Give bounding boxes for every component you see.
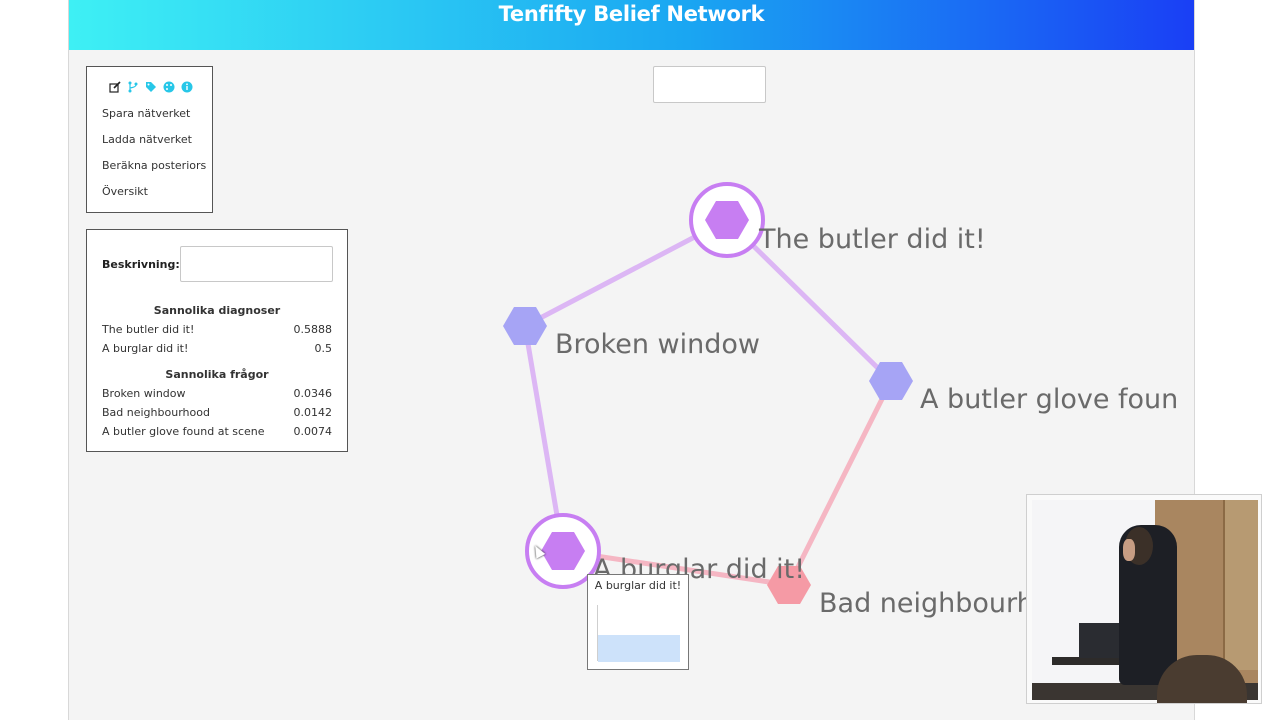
edge-butler-window — [523, 217, 729, 329]
menu-compute-posteriors[interactable]: Beräkna posteriors — [102, 159, 207, 172]
diagnosis-value: 0.5888 — [293, 323, 333, 336]
tooltip-probability-bar — [598, 635, 680, 662]
question-value: 0.0142 — [293, 406, 333, 419]
diagnoses-title: Sannolika diagnoser — [153, 304, 281, 317]
node-tooltip: A burglar did it! — [587, 574, 689, 670]
question-row: Broken window 0.0346 — [102, 387, 332, 400]
question-name: Broken window — [102, 387, 186, 400]
video-desk — [1052, 657, 1152, 665]
node-label-butler: The butler did it! — [759, 224, 986, 255]
search-input[interactable] — [653, 66, 766, 103]
info-panel: Beskrivning: Sannolika diagnoser The but… — [86, 229, 348, 452]
tooltip-axis — [597, 605, 598, 661]
question-value: 0.0074 — [293, 425, 333, 438]
node-broken-window[interactable] — [503, 307, 547, 345]
node-label-broken-window: Broken window — [555, 329, 760, 360]
node-label-butler-glove: A butler glove foun — [920, 384, 1179, 415]
video-audience — [1157, 655, 1247, 703]
branch-icon[interactable] — [127, 81, 139, 93]
diagnosis-row: The butler did it! 0.5888 — [102, 323, 332, 336]
description-label: Beskrivning: — [102, 258, 180, 271]
app-title: Tenfifty Belief Network — [498, 2, 765, 26]
tag-icon[interactable] — [145, 81, 157, 93]
question-row: A butler glove found at scene 0.0074 — [102, 425, 332, 438]
node-bad-neighbourhood[interactable] — [767, 566, 811, 604]
edit-icon[interactable] — [109, 81, 121, 93]
question-row: Bad neighbourhood 0.0142 — [102, 406, 332, 419]
palette-icon[interactable] — [163, 81, 175, 93]
menu-load-network[interactable]: Ladda nätverket — [102, 133, 192, 146]
question-name: Bad neighbourhood — [102, 406, 210, 419]
info-icon[interactable] — [181, 81, 193, 93]
speaker-video-overlay — [1026, 494, 1262, 704]
app-window: Tenfifty Belief Network Spara nätverket … — [68, 0, 1195, 720]
menu-save-network[interactable]: Spara nätverket — [102, 107, 191, 120]
mouse-cursor — [530, 543, 546, 559]
tooltip-title: A burglar did it! — [594, 579, 682, 592]
header-bar: Tenfifty Belief Network — [69, 0, 1194, 50]
menu-overview[interactable]: Översikt — [102, 185, 148, 198]
question-name: A butler glove found at scene — [102, 425, 265, 438]
node-butler-glove[interactable] — [869, 362, 913, 400]
diagnosis-row: A burglar did it! 0.5 — [102, 342, 332, 355]
node-burglar[interactable] — [541, 532, 585, 570]
description-input[interactable] — [180, 246, 333, 282]
node-butler[interactable] — [705, 201, 749, 239]
diagnosis-name: A burglar did it! — [102, 342, 189, 355]
video-door — [1223, 500, 1258, 670]
question-value: 0.0346 — [293, 387, 333, 400]
diagnosis-name: The butler did it! — [102, 323, 195, 336]
questions-title: Sannolika frågor — [165, 368, 269, 381]
node-label-bad-neighbourhood: Bad neighbourh — [819, 588, 1027, 619]
diagnosis-value: 0.5 — [314, 342, 333, 355]
tools-menu: Spara nätverket Ladda nätverket Beräkna … — [86, 66, 213, 213]
tool-icons — [109, 81, 193, 93]
video-speaker-face — [1123, 539, 1135, 561]
